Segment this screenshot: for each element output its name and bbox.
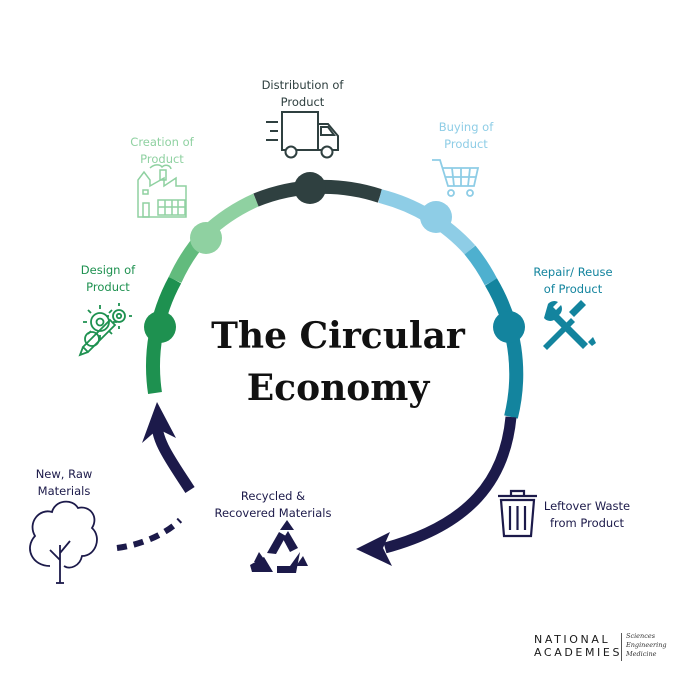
- ring-segment-buying-repair: [464, 245, 498, 286]
- ring-segment-repair: [484, 278, 524, 419]
- factory-icon: [137, 164, 187, 218]
- recycle-icon: [250, 520, 308, 573]
- shopping-cart-icon: [432, 159, 480, 197]
- delivery-truck-icon: [266, 111, 339, 159]
- label-design: Design of Product: [80, 263, 136, 294]
- node-buying: [420, 201, 452, 233]
- raw-materials-dashed-line: [116, 517, 183, 551]
- label-waste: Leftover Waste from Product: [543, 499, 631, 530]
- tree-icon: [29, 500, 98, 584]
- node-design: [144, 311, 176, 343]
- node-repair: [493, 311, 525, 343]
- wrench-screwdriver-icon: [543, 300, 596, 350]
- ring-segment-waste: [383, 416, 517, 554]
- logo-wordmark: NATIONAL ACADEMIES: [534, 633, 623, 659]
- trash-can-icon: [498, 489, 537, 538]
- logo-divider: [621, 633, 622, 661]
- label-buying: Buying of Product: [438, 120, 494, 151]
- node-distribution: [294, 172, 326, 204]
- node-creation: [190, 222, 222, 254]
- gears-pencil-icon: [78, 303, 132, 357]
- logo-subtitle: Sciences Engineering Medicine: [626, 632, 667, 658]
- label-repair: Repair/ Reuse of Product: [533, 265, 613, 296]
- label-recycled: Recycled & Recovered Materials: [214, 489, 332, 520]
- label-raw: New, Raw Materials: [35, 467, 93, 498]
- waste-arrowhead: [356, 532, 392, 566]
- label-distribution: Distribution of Product: [261, 78, 344, 109]
- raw-materials-arrowhead: [142, 402, 176, 443]
- diagram-title: The Circular Economy: [211, 315, 465, 409]
- label-creation: Creation of Product: [130, 135, 194, 166]
